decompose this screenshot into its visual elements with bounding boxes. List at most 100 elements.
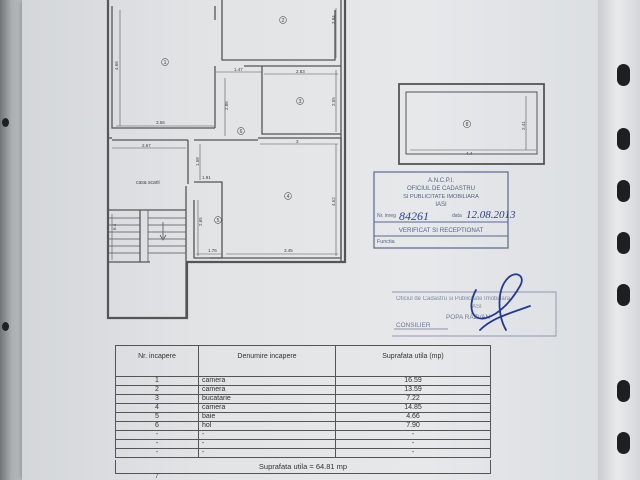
- dim-label: 4.66: [114, 61, 119, 70]
- stamp-office: OFICIUL DE CADASTRU: [407, 186, 475, 192]
- cell-nr: -: [115, 439, 199, 449]
- cell-nr: 3: [115, 394, 199, 404]
- cell-name: bucatarie: [198, 394, 336, 404]
- stamp2-city: IASI: [470, 304, 482, 310]
- table-row: 5 baie 4.66: [115, 412, 491, 422]
- cell-area: -: [335, 430, 491, 440]
- binder-hole: [617, 284, 630, 306]
- dimension-labels: 4.66 3.56 1.47 2.83 2.55 2.86 3.84 2.67 …: [112, 15, 526, 253]
- stair-label: casa scarii: [136, 180, 160, 186]
- stamp2-office: Oficiul de Cadastru si Publicitate Imobi…: [396, 296, 511, 302]
- binder-strip: [598, 0, 640, 480]
- cell-area: 14.85: [335, 403, 491, 413]
- cell-area: 4.66: [335, 412, 491, 422]
- dim-label: 4.52: [331, 197, 336, 206]
- next-row-number: 7: [155, 474, 159, 480]
- dim-label: 2.55: [331, 97, 336, 106]
- punch-hole: [2, 322, 9, 331]
- binder-hole: [617, 180, 630, 202]
- stamp-date-label: data: [452, 213, 462, 219]
- cell-nr: 1: [115, 376, 199, 386]
- cell-name: -: [198, 430, 336, 440]
- stamp2-name: POPA RĂZVAN: [446, 312, 491, 321]
- rooms-table: Nr. incapere Denumire incapere Suprafata…: [115, 345, 491, 458]
- cell-area: -: [335, 439, 491, 449]
- binder-hole: [617, 380, 630, 402]
- stamp-function-label: Functia: [377, 239, 395, 245]
- inner-walls: [108, 0, 342, 318]
- table-row: 4 camera 14.85: [115, 403, 491, 413]
- dim-label: 3.45: [284, 248, 293, 253]
- cell-area: 13.59: [335, 385, 491, 395]
- stamp-verified: VERIFICAT SI RECEPTIONAT: [399, 227, 484, 234]
- cell-area: 16.59: [335, 376, 491, 386]
- cell-nr: 6: [115, 421, 199, 431]
- binder-hole: [617, 64, 630, 86]
- table-row: 3 bucatarie 7.22: [115, 394, 491, 404]
- cell-name: camera: [198, 376, 336, 386]
- cell-area: 7.22: [335, 394, 491, 404]
- cell-name: camera: [198, 403, 336, 413]
- room-number-8: 8: [466, 122, 469, 128]
- cell-name: -: [198, 448, 336, 458]
- total-area: Suprafata utila = 64.81 mp: [115, 460, 491, 474]
- table-row: 6 hol 7.90: [115, 421, 491, 431]
- binder-hole: [617, 128, 630, 150]
- table-row: 1 camera 16.59: [115, 376, 491, 386]
- room-number-3: 3: [299, 99, 302, 105]
- col-header-name: Denumire incapere: [198, 345, 336, 377]
- ancpi-stamp: A.N.C.P.I. OFICIUL DE CADASTRU SI PUBLIC…: [373, 171, 516, 249]
- room-number-6: 6: [240, 129, 243, 135]
- cell-name: hol: [198, 421, 336, 431]
- signature-stamp: Oficiul de Cadastru si Publicitate Imobi…: [392, 273, 557, 337]
- dim-label: 3.84: [331, 15, 336, 24]
- binder-hole: [617, 232, 630, 254]
- annex-room: [398, 83, 545, 165]
- stamp-office-sub: SI PUBLICITATE IMOBILIARA: [403, 194, 479, 200]
- stamp2-role: CONSILIER: [396, 322, 431, 329]
- punch-hole: [2, 118, 9, 127]
- cell-nr: -: [115, 448, 199, 458]
- dim-label: 1.47: [234, 67, 243, 72]
- table-row: - - -: [115, 430, 491, 440]
- binder-hole: [617, 432, 630, 454]
- stamp-agency: A.N.C.P.I.: [428, 178, 454, 184]
- room-number-2: 2: [282, 18, 285, 24]
- dim-label: 2.67: [142, 143, 151, 148]
- cell-name: -: [198, 439, 336, 449]
- room-numbers: 1 2 3 4 5 6 8: [161, 16, 471, 224]
- dim-label: 2.65: [198, 217, 203, 226]
- dim-label: 2.86: [224, 101, 229, 110]
- col-header-nr: Nr. incapere: [115, 345, 199, 377]
- stair-treads: [108, 210, 186, 262]
- dim-label: 2.41: [521, 121, 526, 130]
- dimension-lines: [111, 8, 536, 260]
- stamp-nr-handwritten: 84261: [399, 209, 429, 223]
- cell-nr: 5: [115, 412, 199, 422]
- dim-label: 1.58: [195, 157, 200, 166]
- table-row: - - -: [115, 439, 491, 449]
- table-header-row: Nr. incapere Denumire incapere Suprafata…: [115, 345, 491, 377]
- cell-nr: 2: [115, 385, 199, 395]
- stamp-date-handwritten: 12.08.2013: [466, 209, 516, 221]
- dim-label: 3.56: [156, 120, 165, 125]
- dim-label: 2.83: [296, 69, 305, 74]
- stamp-city: IASI: [435, 202, 447, 208]
- table-row: - - -: [115, 448, 491, 458]
- room-number-4: 4: [287, 194, 290, 200]
- outer-walls: [106, 0, 347, 320]
- cell-area: 7.90: [335, 421, 491, 431]
- dim-label: 1.76: [208, 248, 217, 253]
- signature-scribble: [470, 273, 531, 331]
- dim-label: 6.4: [112, 223, 117, 230]
- cell-nr: 4: [115, 403, 199, 413]
- dim-label: 1.91: [202, 175, 211, 180]
- cell-name: baie: [198, 412, 336, 422]
- cell-area: -: [335, 448, 491, 458]
- cell-nr: -: [115, 430, 199, 440]
- dim-label: 4.4: [466, 151, 473, 156]
- table-row: 2 camera 13.59: [115, 385, 491, 395]
- cell-name: camera: [198, 385, 336, 395]
- stamp-nr-label: Nr. inreg: [377, 213, 396, 219]
